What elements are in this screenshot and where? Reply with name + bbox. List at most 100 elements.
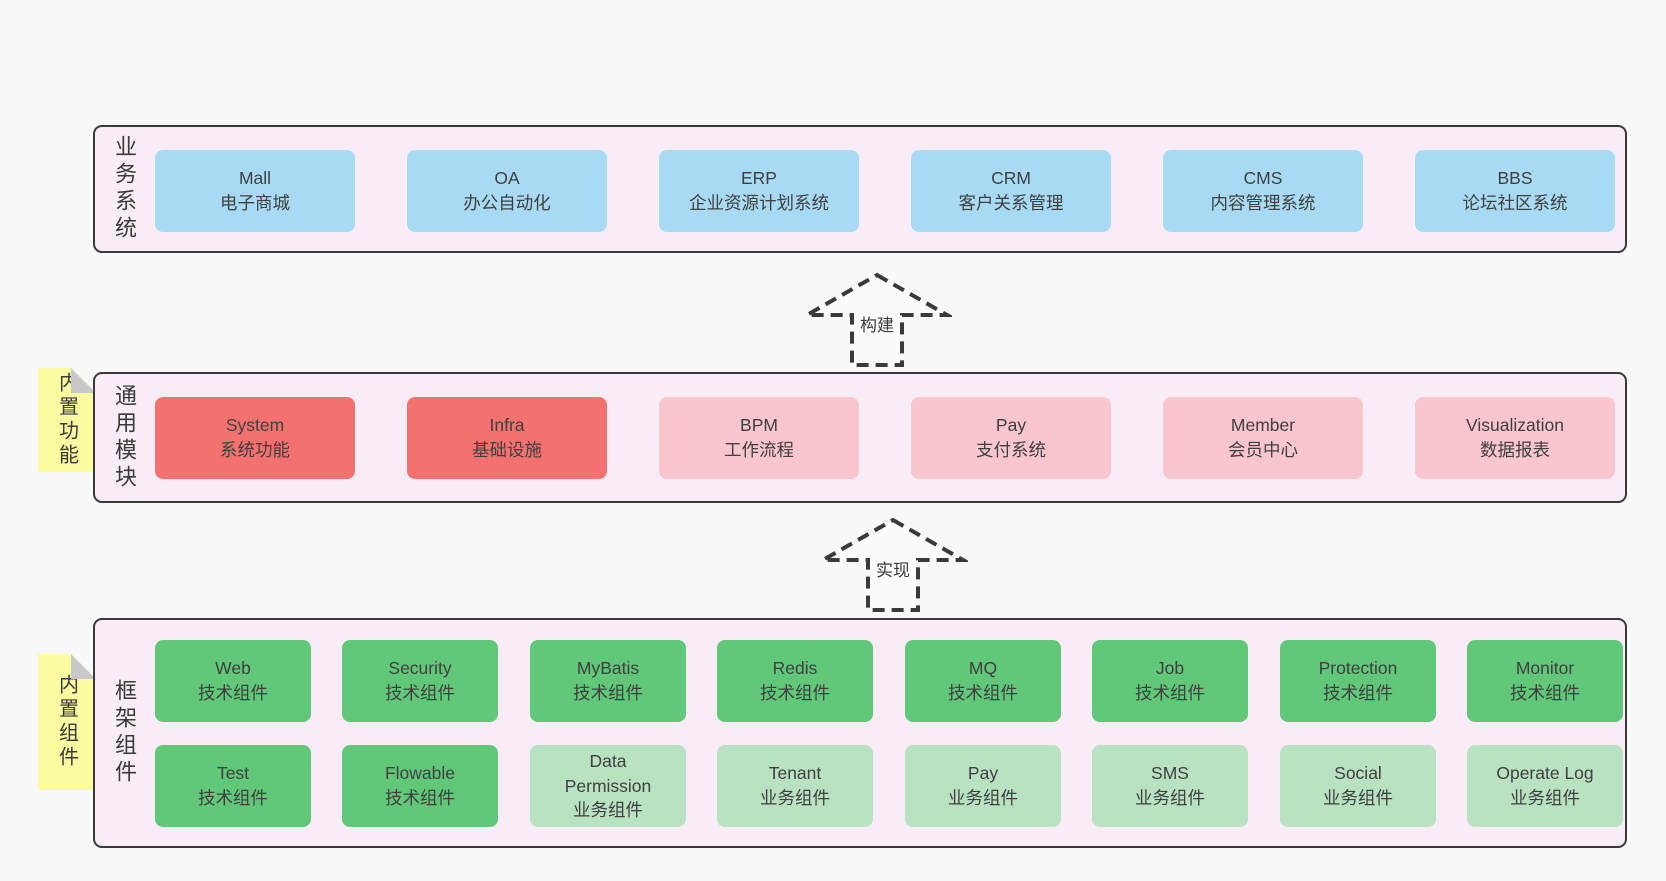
dashed-up-arrow-icon: [802, 272, 952, 367]
box-desc: 基础设施: [472, 440, 542, 460]
box-name: Security: [388, 658, 452, 679]
box-name: Tenant: [768, 763, 822, 784]
box-desc: 技术组件: [198, 683, 268, 703]
sticky-tab-label: 内置组件: [55, 674, 78, 770]
box-desc: 业务组件: [573, 800, 643, 821]
layer-common-modules: 通用模块 System 系统功能 Infra 基础设施 BPM 工作流程 Pay…: [93, 372, 1627, 503]
box-bbs: BBS 论坛社区系统: [1415, 150, 1615, 232]
box-desc: 技术组件: [573, 683, 643, 703]
box-operate-log: Operate Log 业务组件: [1467, 745, 1623, 827]
box-desc: 技术组件: [1323, 683, 1393, 703]
box-name: MyBatis: [576, 658, 640, 679]
box-desc: 技术组件: [198, 788, 268, 808]
box-pay-component: Pay 业务组件: [905, 745, 1061, 827]
box-desc: 技术组件: [948, 683, 1018, 703]
box-name: Test: [216, 763, 250, 784]
box-desc: 业务组件: [1323, 788, 1393, 808]
box-name: Monitor: [1515, 658, 1575, 679]
box-name: MQ: [968, 658, 998, 679]
box-web: Web 技术组件: [155, 640, 311, 722]
box-social: Social 业务组件: [1280, 745, 1436, 827]
box-name: Pay: [995, 415, 1027, 436]
up-arrow-build: 构建: [802, 272, 952, 367]
box-name: OA: [494, 168, 520, 189]
box-test: Test 技术组件: [155, 745, 311, 827]
box-infra: Infra 基础设施: [407, 397, 607, 479]
box-name: Member: [1230, 415, 1296, 436]
arrow-label: 构建: [860, 316, 894, 335]
box-desc: 支付系统: [976, 440, 1046, 460]
box-name: Job: [1155, 658, 1185, 679]
box-name: Redis: [772, 658, 818, 679]
box-desc: 会员中心: [1228, 440, 1298, 460]
layer-title: 业务系统: [112, 135, 137, 243]
box-flowable: Flowable 技术组件: [342, 745, 498, 827]
box-desc: 技术组件: [1510, 683, 1580, 703]
box-mq: MQ 技术组件: [905, 640, 1061, 722]
box-desc: 工作流程: [724, 440, 794, 460]
layer-title: 通用模块: [112, 383, 137, 492]
box-desc: 内容管理系统: [1210, 193, 1316, 213]
layer-business-systems: 业务系统 Mall 电子商城 OA 办公自动化 ERP 企业资源计划系统 CRM…: [93, 125, 1627, 253]
box-member: Member 会员中心: [1163, 397, 1363, 479]
box-erp: ERP 企业资源计划系统: [659, 150, 859, 232]
box-desc: 技术组件: [1135, 683, 1205, 703]
layer-framework-components: 框架组件 Web 技术组件 Security 技术组件 MyBatis 技术组件…: [93, 618, 1627, 848]
arrow-label: 实现: [876, 561, 910, 580]
sticky-tab-label: 内置功能: [55, 372, 78, 468]
box-desc: 技术组件: [385, 788, 455, 808]
box-mybatis: MyBatis 技术组件: [530, 640, 686, 722]
sticky-tab-builtin-components: 内置组件: [38, 654, 96, 790]
box-mall: Mall 电子商城: [155, 150, 355, 232]
box-name: BPM: [740, 415, 778, 436]
box-name: Web: [215, 658, 251, 679]
box-desc: 客户关系管理: [958, 193, 1064, 213]
box-name: BBS: [1497, 168, 1533, 189]
box-pay-module: Pay 支付系统: [911, 397, 1111, 479]
box-job: Job 技术组件: [1092, 640, 1248, 722]
box-name: ERP: [741, 168, 777, 189]
box-name: Infra: [489, 415, 525, 436]
box-tenant: Tenant 业务组件: [717, 745, 873, 827]
box-sms: SMS 业务组件: [1092, 745, 1248, 827]
box-system: System 系统功能: [155, 397, 355, 479]
box-name: Social: [1334, 763, 1382, 784]
box-bpm: BPM 工作流程: [659, 397, 859, 479]
box-desc: 论坛社区系统: [1462, 193, 1568, 213]
box-name: Data Permission: [564, 750, 652, 796]
box-name: System: [225, 415, 285, 436]
box-redis: Redis 技术组件: [717, 640, 873, 722]
box-oa: OA 办公自动化: [407, 150, 607, 232]
box-name: Visualization: [1466, 415, 1564, 436]
box-name: Pay: [967, 763, 999, 784]
box-name: Operate Log: [1496, 763, 1594, 784]
up-arrow-implement: 实现: [818, 517, 968, 612]
box-protection: Protection 技术组件: [1280, 640, 1436, 722]
box-name: Mall: [238, 168, 272, 189]
box-desc: 技术组件: [385, 683, 455, 703]
sticky-tab-builtin-features: 内置功能: [38, 368, 96, 472]
box-crm: CRM 客户关系管理: [911, 150, 1111, 232]
box-desc: 数据报表: [1480, 440, 1550, 460]
box-desc: 系统功能: [220, 440, 290, 460]
box-monitor: Monitor 技术组件: [1467, 640, 1623, 722]
box-desc: 电子商城: [220, 193, 290, 213]
dashed-up-arrow-icon: [818, 517, 968, 612]
box-name: Protection: [1318, 658, 1398, 679]
box-name: SMS: [1151, 763, 1189, 784]
box-name: CMS: [1243, 168, 1283, 189]
box-cms: CMS 内容管理系统: [1163, 150, 1363, 232]
box-name: Flowable: [384, 763, 456, 784]
box-desc: 业务组件: [760, 788, 830, 808]
box-desc: 技术组件: [760, 683, 830, 703]
box-name: CRM: [991, 168, 1031, 189]
box-desc: 业务组件: [1510, 788, 1580, 808]
box-desc: 业务组件: [1135, 788, 1205, 808]
box-desc: 企业资源计划系统: [689, 193, 829, 213]
box-data-permission: Data Permission 业务组件: [530, 745, 686, 827]
box-desc: 办公自动化: [463, 193, 551, 213]
layer-title: 框架组件: [112, 679, 137, 787]
box-visualization: Visualization 数据报表: [1415, 397, 1615, 479]
box-security: Security 技术组件: [342, 640, 498, 722]
